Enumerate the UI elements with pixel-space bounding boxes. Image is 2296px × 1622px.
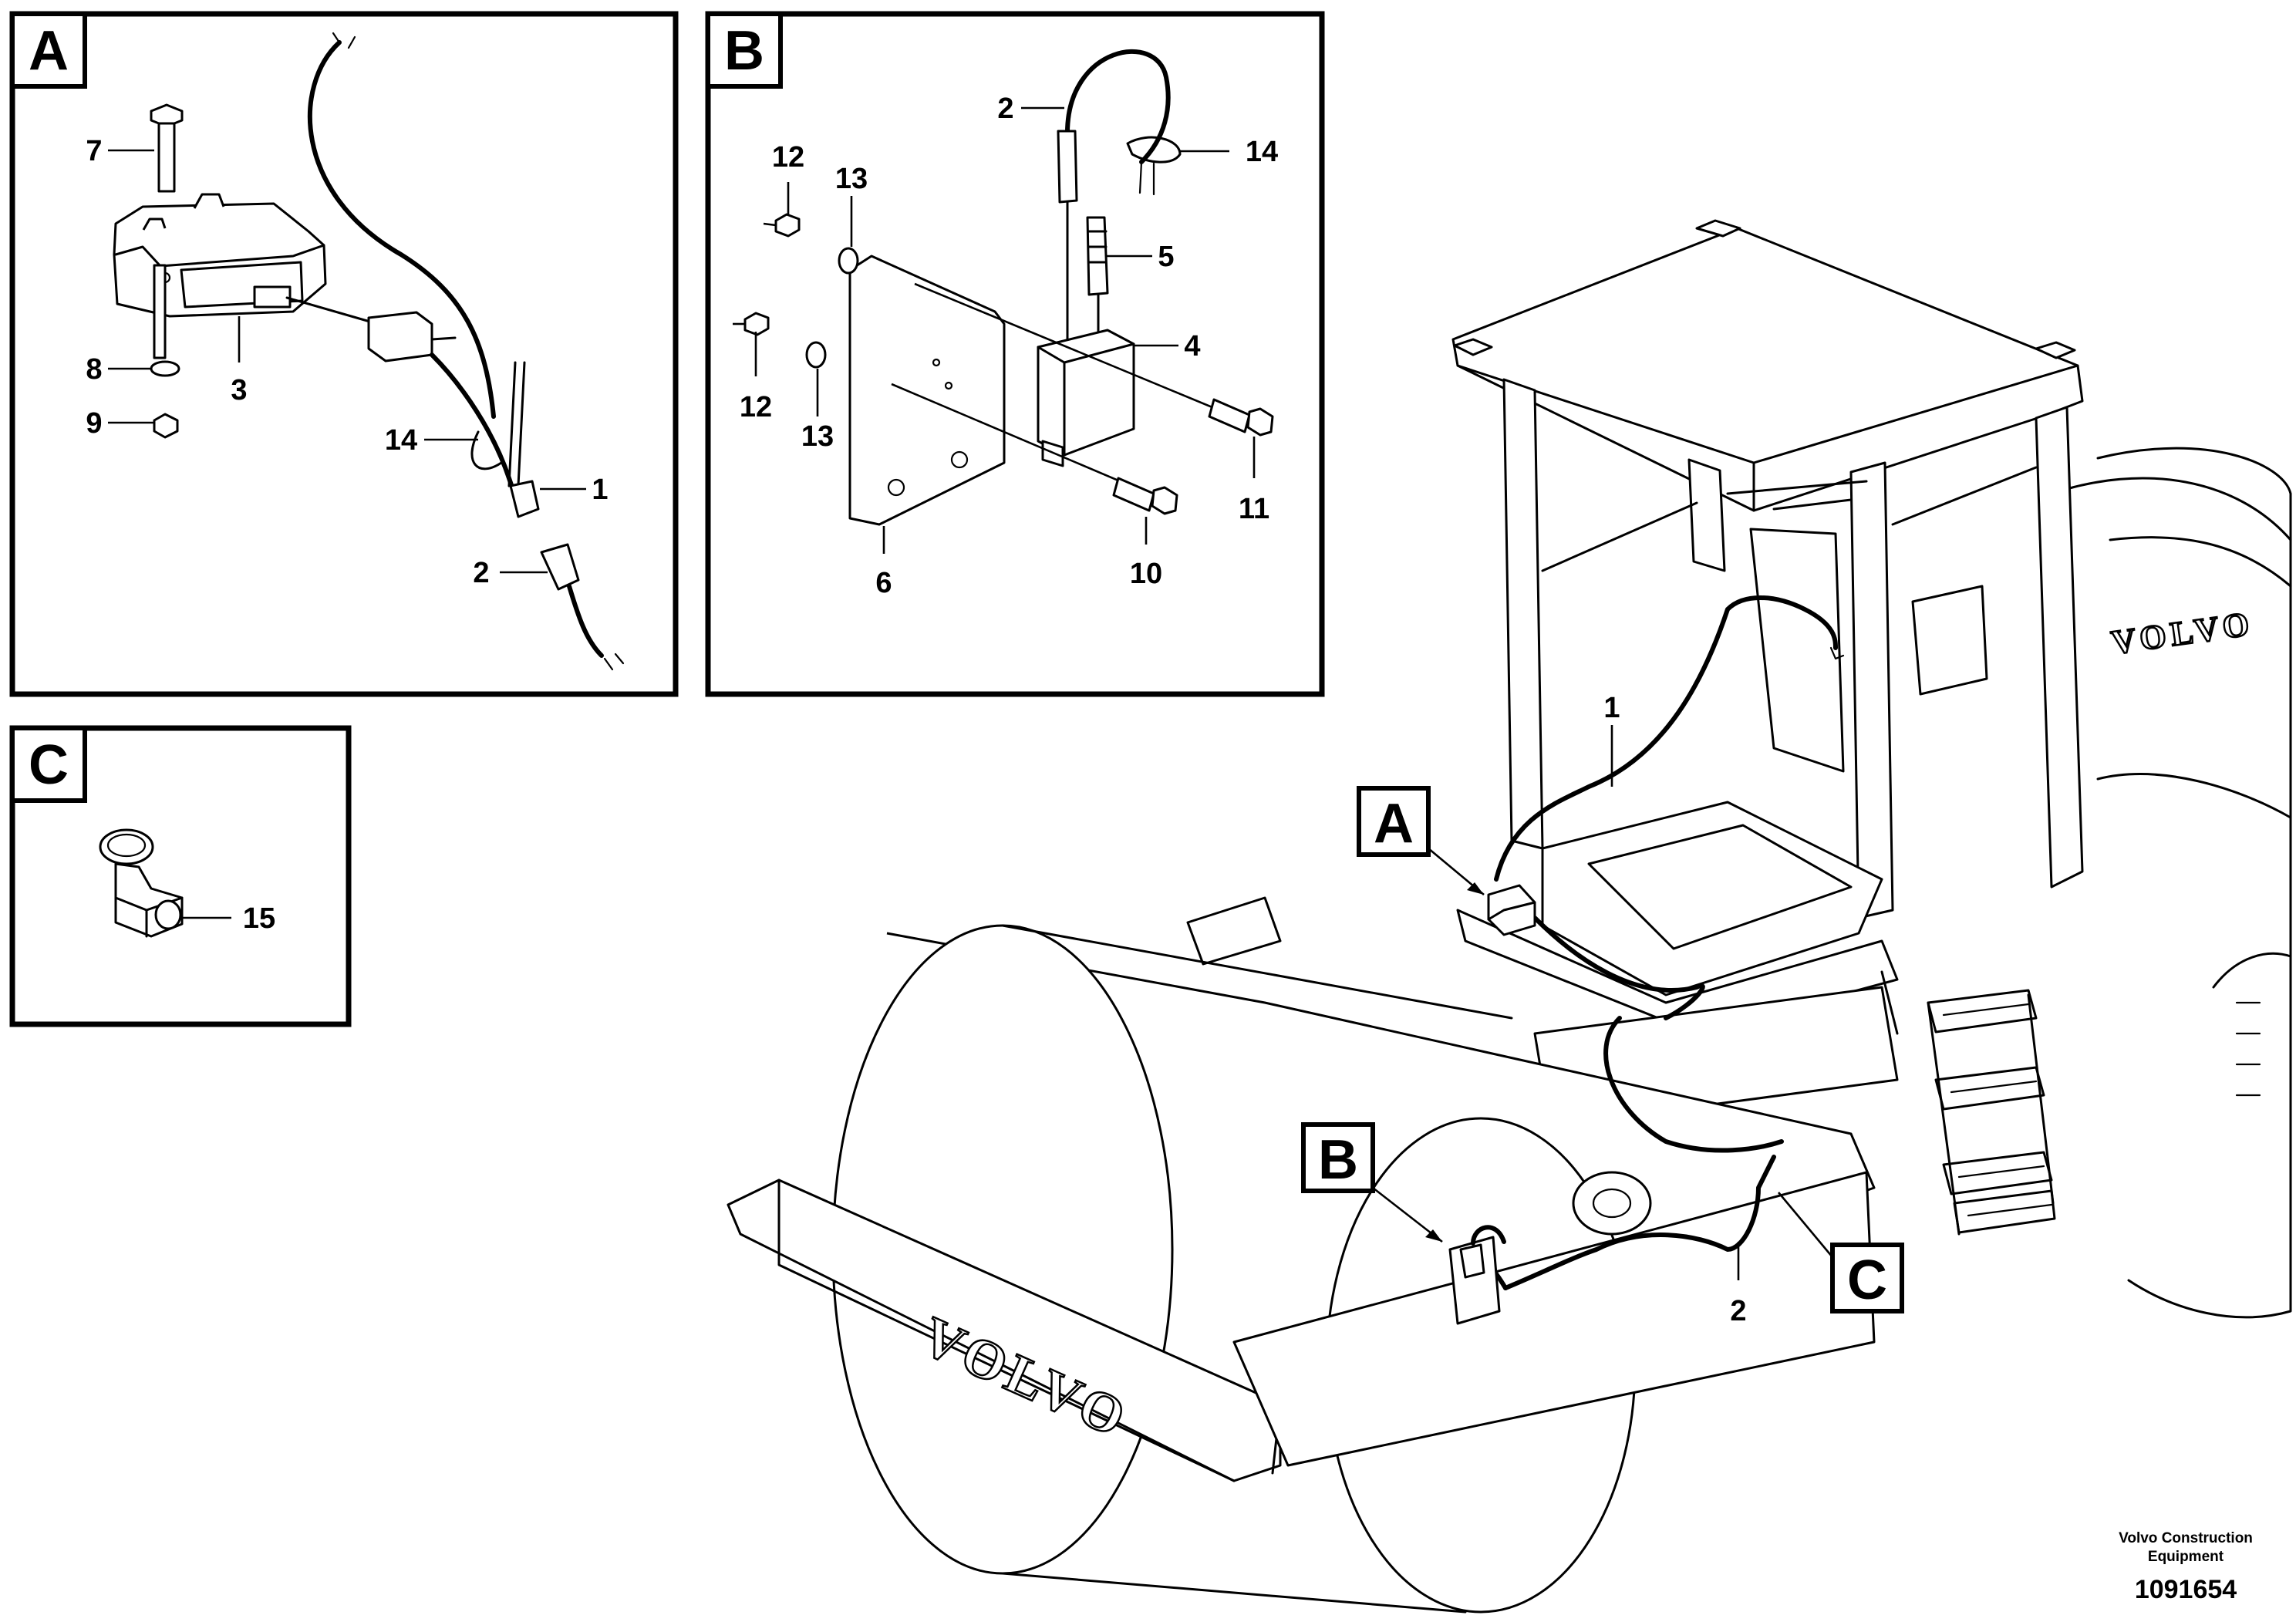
antenna-bracket-location	[1448, 1225, 1506, 1325]
connector-part-1	[509, 480, 540, 518]
detail-panel-a: A	[9, 11, 679, 697]
callout-b-11: 11	[1239, 493, 1269, 525]
callout-a-9: 9	[86, 407, 102, 440]
footer-company-line1: Volvo Construction	[2119, 1530, 2253, 1546]
locator-label-c: C	[1847, 1249, 1887, 1311]
washer-part-13-lower	[805, 341, 827, 369]
callout-b-6: 6	[875, 567, 892, 599]
gps-module-part-3	[113, 193, 327, 318]
callout-b-12-upper: 12	[772, 141, 804, 174]
washer-part-13-upper	[838, 247, 859, 275]
machine-illustration: VOLVO	[727, 219, 2292, 1614]
mounting-plate-part-6	[848, 255, 1006, 526]
panel-b-letter: B	[724, 20, 764, 82]
rear-body-outline	[2096, 447, 2292, 1319]
footer-company-line2: Equipment	[2148, 1549, 2224, 1565]
callout-a-2: 2	[473, 557, 489, 589]
connector-part-2	[540, 543, 625, 671]
callout-b-2: 2	[997, 93, 1013, 125]
nut-part-9	[153, 413, 179, 439]
callout-b-14: 14	[1246, 136, 1278, 168]
bolt-shaft	[153, 264, 167, 359]
operator-seat	[1749, 528, 1845, 773]
callout-c-15: 15	[243, 902, 275, 935]
callout-b-13-upper: 13	[835, 163, 868, 195]
footer: Volvo Construction Equipment 1091654	[2119, 1530, 2253, 1604]
harness-cable-2	[1503, 1155, 1776, 1290]
cable-clamp-part-15	[99, 828, 184, 938]
locator-label-a: A	[1374, 793, 1414, 855]
access-steps	[1927, 989, 2056, 1236]
plug-connector	[285, 296, 457, 363]
machine-callout-2: 2	[1730, 1295, 1746, 1327]
bolt-part-11	[1208, 398, 1274, 437]
antenna-cable	[307, 40, 496, 419]
callout-b-4: 4	[1184, 330, 1200, 363]
callout-a-14: 14	[385, 424, 417, 457]
panel-c-letter: C	[29, 734, 69, 796]
gps-module-location	[1487, 884, 1536, 936]
harness-cable-1	[1494, 595, 1838, 882]
cable-tie-part-14	[470, 361, 526, 487]
callout-b-10: 10	[1130, 558, 1162, 590]
drawing-number: 1091654	[2135, 1575, 2237, 1604]
cab-roof	[1451, 227, 2084, 512]
callout-a-7: 7	[86, 135, 102, 167]
callout-b-12-lower: 12	[740, 391, 772, 423]
callout-b-5: 5	[1158, 241, 1174, 273]
detail-panel-b: B	[705, 11, 1325, 697]
bolt-part-7	[150, 103, 184, 193]
washer-part-8	[150, 360, 180, 377]
panel-a-letter: A	[29, 20, 69, 82]
nut-part-12-upper	[774, 213, 801, 238]
machine-callout-1: 1	[1603, 692, 1620, 724]
callout-a-1: 1	[592, 474, 608, 506]
callout-a-8: 8	[86, 353, 102, 386]
rear-volvo-logo: VOLVO	[2109, 605, 2257, 662]
cable-tie-part-14-b	[1126, 136, 1182, 164]
callout-a-3: 3	[231, 374, 247, 406]
bolt-part-10	[1112, 477, 1178, 515]
nut-part-12-lower	[743, 312, 770, 336]
connector-part-5	[1086, 216, 1109, 333]
detail-panel-c: C 15	[9, 725, 352, 1027]
callout-b-13-lower: 13	[801, 420, 834, 453]
locator-label-b: B	[1318, 1129, 1358, 1191]
